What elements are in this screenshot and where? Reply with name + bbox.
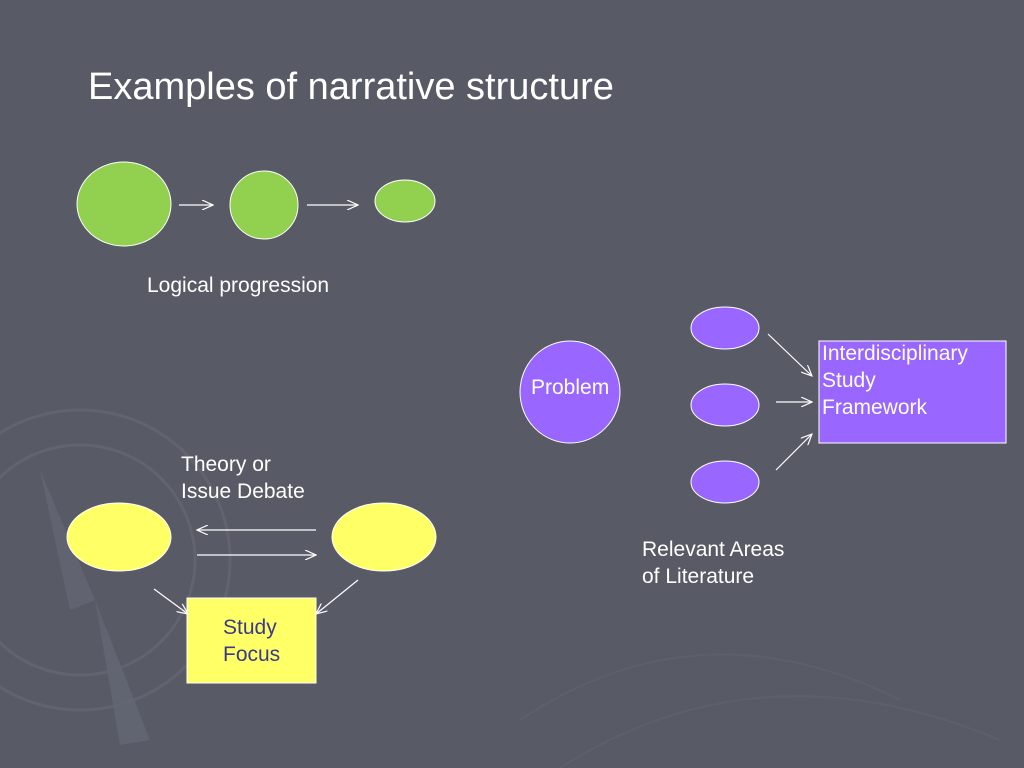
literature-arrow-bottom bbox=[775, 434, 812, 471]
problem-node bbox=[519, 340, 621, 444]
literature-node-top bbox=[690, 306, 760, 350]
study-focus-box bbox=[186, 597, 317, 684]
progression-node-medium bbox=[229, 170, 299, 240]
literature-node-middle bbox=[690, 383, 760, 427]
debate-node-left bbox=[66, 502, 172, 572]
focus-arrow-right bbox=[316, 579, 359, 614]
logical-progression-diagram bbox=[76, 161, 436, 247]
progression-node-large bbox=[76, 161, 172, 247]
debate-node-right bbox=[331, 502, 437, 572]
framework-box bbox=[818, 340, 1007, 444]
slide-title: Examples of narrative structure bbox=[88, 66, 614, 108]
problem-label: Problem bbox=[531, 376, 610, 399]
literature-arrow-top bbox=[767, 333, 812, 376]
study-focus-label: Study Focus bbox=[223, 616, 281, 666]
interdisciplinary-diagram bbox=[519, 306, 1007, 504]
literature-node-bottom bbox=[690, 460, 760, 504]
literature-caption: Relevant Areas of Literature bbox=[642, 538, 785, 588]
framework-label: Interdisciplinary Study Framework bbox=[822, 342, 968, 419]
progression-node-small bbox=[374, 179, 436, 223]
logical-progression-caption: Logical progression bbox=[147, 274, 330, 297]
focus-arrow-left bbox=[153, 588, 188, 614]
theory-debate-diagram bbox=[66, 502, 437, 684]
theory-debate-caption: Theory or Issue Debate bbox=[181, 453, 305, 503]
